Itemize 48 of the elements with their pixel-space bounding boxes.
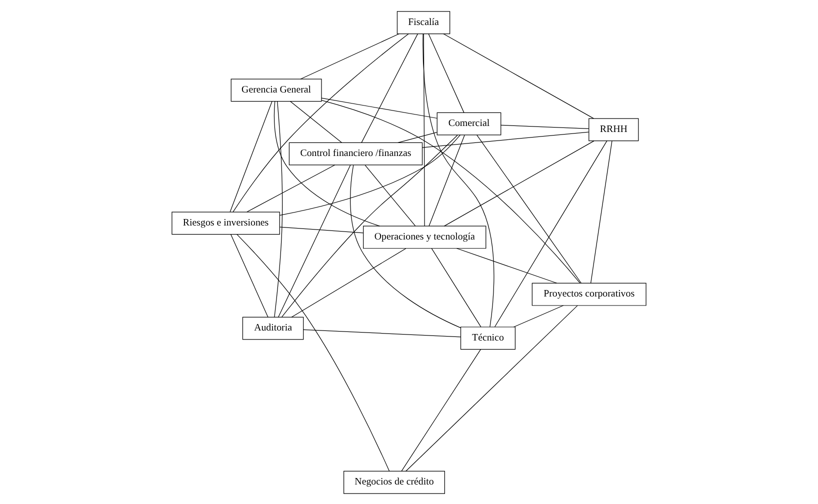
connector bbox=[456, 248, 558, 283]
connector bbox=[423, 33, 425, 226]
connector bbox=[303, 328, 461, 337]
connector bbox=[291, 248, 406, 317]
connector bbox=[279, 134, 461, 216]
connector bbox=[443, 32, 594, 118]
node-box: Gerencia General bbox=[230, 78, 322, 102]
connector bbox=[590, 140, 612, 283]
connector bbox=[513, 304, 564, 327]
node-box: RRHH bbox=[588, 118, 639, 141]
connector bbox=[278, 164, 351, 317]
connector bbox=[230, 234, 268, 317]
connector bbox=[422, 131, 589, 148]
connector bbox=[230, 100, 272, 212]
connector bbox=[428, 33, 464, 112]
connector bbox=[282, 134, 458, 317]
connector bbox=[476, 134, 582, 283]
node-box: Comercial bbox=[436, 112, 502, 135]
connector bbox=[274, 100, 283, 317]
connector bbox=[290, 100, 342, 142]
connector bbox=[364, 164, 416, 226]
connector bbox=[494, 140, 608, 327]
connector bbox=[350, 164, 461, 328]
connector bbox=[500, 124, 590, 129]
connector bbox=[274, 100, 380, 226]
connector bbox=[401, 348, 481, 471]
node-box: Fiscalía bbox=[396, 10, 450, 34]
connector bbox=[236, 234, 390, 471]
connector bbox=[428, 134, 465, 226]
connector bbox=[422, 33, 494, 327]
connector bbox=[444, 140, 594, 226]
node-box: Proyectos corporativos bbox=[532, 282, 646, 306]
connector bbox=[398, 132, 438, 142]
connector bbox=[321, 97, 438, 118]
node-box: Técnico bbox=[460, 326, 516, 350]
node-box: Auditoria bbox=[242, 316, 304, 340]
connector bbox=[405, 304, 578, 472]
node-box: Negocios de crédito bbox=[344, 470, 445, 494]
node-box: Operaciones y tecnología bbox=[363, 225, 486, 248]
connector bbox=[280, 226, 364, 233]
connector bbox=[361, 33, 418, 142]
connector bbox=[321, 100, 580, 283]
connector bbox=[431, 248, 482, 327]
node-box: Control financiero /finanzas bbox=[288, 142, 423, 165]
connector bbox=[300, 32, 400, 79]
node-box: Riesgos e inversiones bbox=[172, 211, 280, 234]
connector bbox=[232, 33, 409, 212]
connector bbox=[246, 164, 336, 212]
